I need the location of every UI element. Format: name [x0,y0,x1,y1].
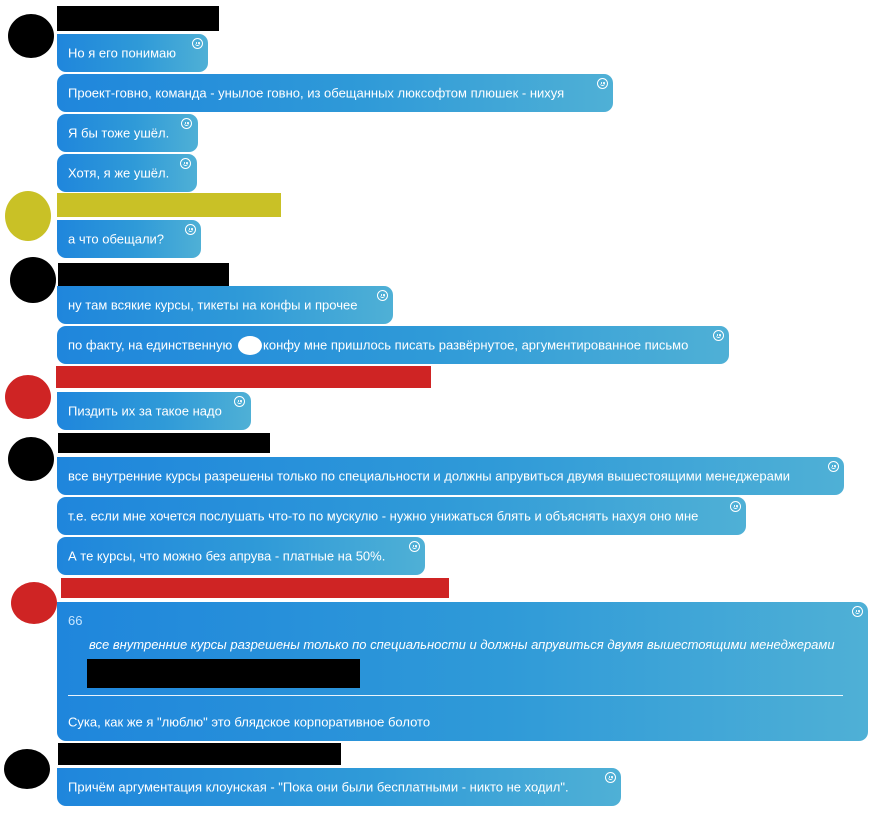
message-text: все внутренние курсы разрешены только по… [68,468,791,484]
message-bubble[interactable]: А те курсы, что можно без апрува - платн… [57,537,425,575]
message-text: Проект-говно, команда - унылое говно, из… [68,85,565,101]
message-text: конфу мне пришлось писать развёрнутое, а… [263,337,689,353]
avatar[interactable] [5,375,51,419]
avatar[interactable] [8,14,54,58]
sender-name-redacted [56,366,431,388]
message-text: А те курсы, что можно без апрува - платн… [68,548,386,564]
message-text: а что обещали? [68,231,165,247]
quoted-sender-redacted [87,659,360,688]
smiley-icon[interactable] [852,606,863,617]
message-bubble[interactable]: ну там всякие курсы, тикеты на конфы и п… [57,286,393,324]
message-bubble[interactable]: Хотя, я же ушёл. [57,154,197,192]
message-text: по факту, на единственную [68,337,233,353]
message-text: ну там всякие курсы, тикеты на конфы и п… [68,297,358,313]
quote-mark-icon: 66 [68,613,83,628]
smiley-icon[interactable] [409,541,420,552]
sender-name-redacted [58,433,270,453]
message-text: Причём аргументация клоунская - "Пока он… [68,779,569,795]
sender-name-redacted [57,193,281,217]
smiley-icon[interactable] [828,461,839,472]
smiley-icon[interactable] [377,290,388,301]
quoted-text: все внутренние курсы разрешены только по… [89,637,835,652]
avatar[interactable] [5,191,51,241]
smiley-icon[interactable] [180,158,191,169]
sender-name-redacted [61,578,449,598]
smiley-icon[interactable] [181,118,192,129]
message-text: Я бы тоже ушёл. [68,125,170,141]
avatar[interactable] [11,582,57,624]
message-bubble[interactable]: Причём аргументация клоунская - "Пока он… [57,768,621,806]
redaction-blob [238,336,262,355]
sender-name-redacted [57,6,219,31]
avatar[interactable] [10,257,56,303]
message-bubble[interactable]: а что обещали? [57,220,201,258]
sender-name-redacted [58,263,229,286]
quote-divider [68,695,843,696]
sender-name-redacted [58,743,341,765]
message-text: Пиздить их за такое надо [68,403,222,419]
smiley-icon[interactable] [605,772,616,783]
message-text: Но я его понимаю [68,45,177,61]
message-bubble[interactable]: Но я его понимаю [57,34,208,72]
smiley-icon[interactable] [185,224,196,235]
message-bubble[interactable]: Проект-говно, команда - унылое говно, из… [57,74,613,112]
message-text: Сука, как же я "люблю" это блядское корп… [68,714,431,730]
message-bubble[interactable]: Пиздить их за такое надо [57,392,251,430]
message-bubble[interactable]: т.е. если мне хочется послушать что-то п… [57,497,746,535]
smiley-icon[interactable] [192,38,203,49]
smiley-icon[interactable] [234,396,245,407]
message-text: т.е. если мне хочется послушать что-то п… [68,508,699,524]
smiley-icon[interactable] [597,78,608,89]
avatar[interactable] [8,437,54,481]
smiley-icon[interactable] [713,330,724,341]
message-bubble[interactable]: все внутренние курсы разрешены только по… [57,457,844,495]
message-bubble[interactable]: Я бы тоже ушёл. [57,114,198,152]
message-text: Хотя, я же ушёл. [68,165,170,181]
message-bubble[interactable]: по факту, на единственную конфу мне приш… [57,326,729,364]
smiley-icon[interactable] [730,501,741,512]
quoted-message-bubble[interactable]: 66 все внутренние курсы разрешены только… [57,602,868,741]
avatar[interactable] [4,749,50,789]
